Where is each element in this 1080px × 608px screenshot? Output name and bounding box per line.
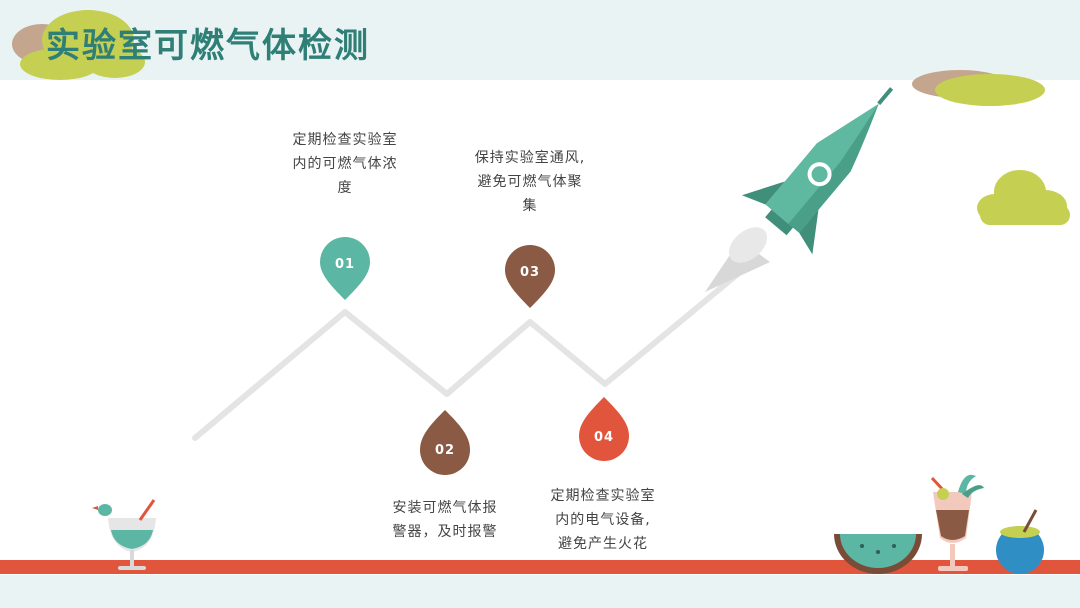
- progress-path: [192, 265, 748, 441]
- marker-02-icon: [420, 410, 470, 475]
- marker-04-icon: [579, 397, 629, 461]
- marker-03-icon: [505, 245, 555, 308]
- cloud-icon: [977, 170, 1070, 225]
- bottom-band: [0, 575, 1080, 608]
- step-01-number: 01: [334, 257, 356, 272]
- step-04-description: 定期检查实验室 内的电气设备, 避免产生火花: [550, 488, 656, 552]
- cloud-icon: [12, 10, 145, 80]
- watermelon-icon: [834, 534, 922, 574]
- header-band: [0, 0, 1080, 80]
- step-04-number: 04: [593, 430, 615, 445]
- step-02-number: 02: [434, 443, 456, 458]
- marker-01-icon: [320, 237, 370, 300]
- drink-glass-icon: [930, 474, 984, 571]
- step-02-description: 安装可燃气体报 警器，及时报警: [392, 500, 498, 540]
- cloud-icon: [912, 70, 1045, 106]
- rocket-exhaust-icon: [705, 227, 770, 292]
- step-03-description: 保持实验室通风, 避免可燃气体聚 集: [474, 150, 586, 214]
- rocket-icon: [741, 87, 894, 255]
- cocktail-glass-icon: [92, 499, 156, 570]
- page-title: 实验室可燃气体检测: [46, 26, 370, 66]
- step-03-number: 03: [519, 265, 541, 280]
- ground-stripe: [0, 560, 1080, 574]
- step-01-description: 定期检查实验室 内的可燃气体浓 度: [292, 132, 398, 196]
- coconut-drink-icon: [996, 509, 1044, 574]
